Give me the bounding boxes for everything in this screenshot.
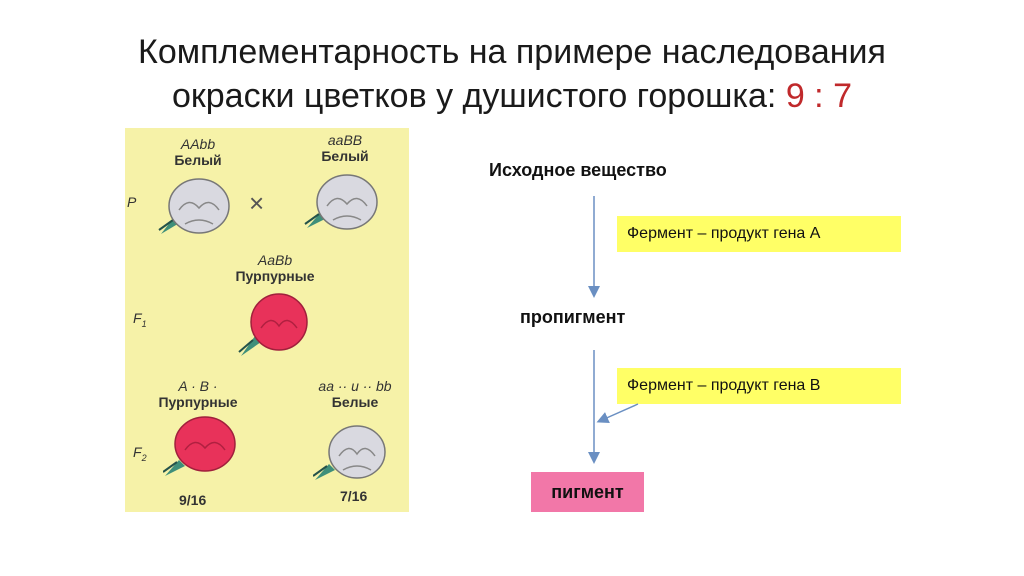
parent2-phenotype: Белый — [321, 148, 369, 164]
parent1-genotype: AAbb — [180, 136, 216, 152]
f2-letter: F — [133, 444, 142, 460]
f2-purple-fraction: 9/16 — [179, 492, 207, 508]
f2-purple-labels: A · B · Пурпурные — [143, 378, 253, 410]
parent2-labels: aaBB Белый — [300, 132, 390, 164]
f1-subscript: 1 — [141, 318, 147, 329]
f2-white-phenotype: Белые — [331, 394, 379, 410]
cross-illustration-panel: AAbb Белый aaBB Белый P × AaBb Пурпурные… — [125, 128, 409, 512]
ratio: 9 : 7 — [785, 77, 852, 115]
parent1-phenotype: Белый — [174, 152, 222, 168]
f2-white-flower-icon — [313, 425, 386, 480]
f1-phenotype: Пурпурные — [235, 268, 315, 284]
slide-title: Комплементарность на примере наследовани… — [0, 30, 1024, 118]
title-line-2-text: окраски цветков у душистого горошка: — [171, 77, 786, 115]
f1-labels: AaBb Пурпурные — [220, 252, 330, 284]
parent2-genotype: aaBB — [327, 132, 363, 148]
title-line-2: окраски цветков у душистого горошка: 9 :… — [0, 74, 1024, 118]
parent1-labels: AAbb Белый — [153, 136, 243, 168]
propigment-label: пропигмент — [520, 307, 626, 327]
f2-white-labels: aa ·· и ·· bb Белые — [305, 378, 405, 410]
f1-purple-flower-icon — [238, 293, 308, 356]
source-substance-label: Исходное вещество — [489, 160, 667, 180]
f2-purple-genotype: A · B · — [178, 378, 218, 394]
f2-subscript: 2 — [141, 452, 147, 463]
f2-white-genotype: aa ·· и ·· bb — [318, 378, 392, 394]
pigment-box: пигмент — [531, 472, 644, 512]
enzyme-a-box: Фермент – продукт гена А — [617, 216, 901, 252]
generation-p-label: P — [127, 194, 137, 210]
generation-f2-label: F2 — [133, 444, 147, 463]
arrow-enzyme-b-pointer — [596, 403, 639, 424]
cross-symbol: × — [249, 188, 265, 218]
f2-purple-phenotype: Пурпурные — [158, 394, 238, 410]
title-line-1: Комплементарность на примере наследовани… — [138, 33, 886, 71]
generation-f1-label: F1 — [133, 310, 147, 329]
f1-genotype: AaBb — [257, 252, 293, 268]
f1-letter: F — [133, 310, 142, 326]
parent2-white-flower-icon — [304, 174, 378, 230]
f2-purple-flower-icon — [163, 416, 236, 476]
parent1-white-flower-icon — [158, 178, 230, 234]
f2-white-fraction: 7/16 — [340, 488, 368, 504]
enzyme-b-box: Фермент – продукт гена В — [617, 368, 901, 404]
